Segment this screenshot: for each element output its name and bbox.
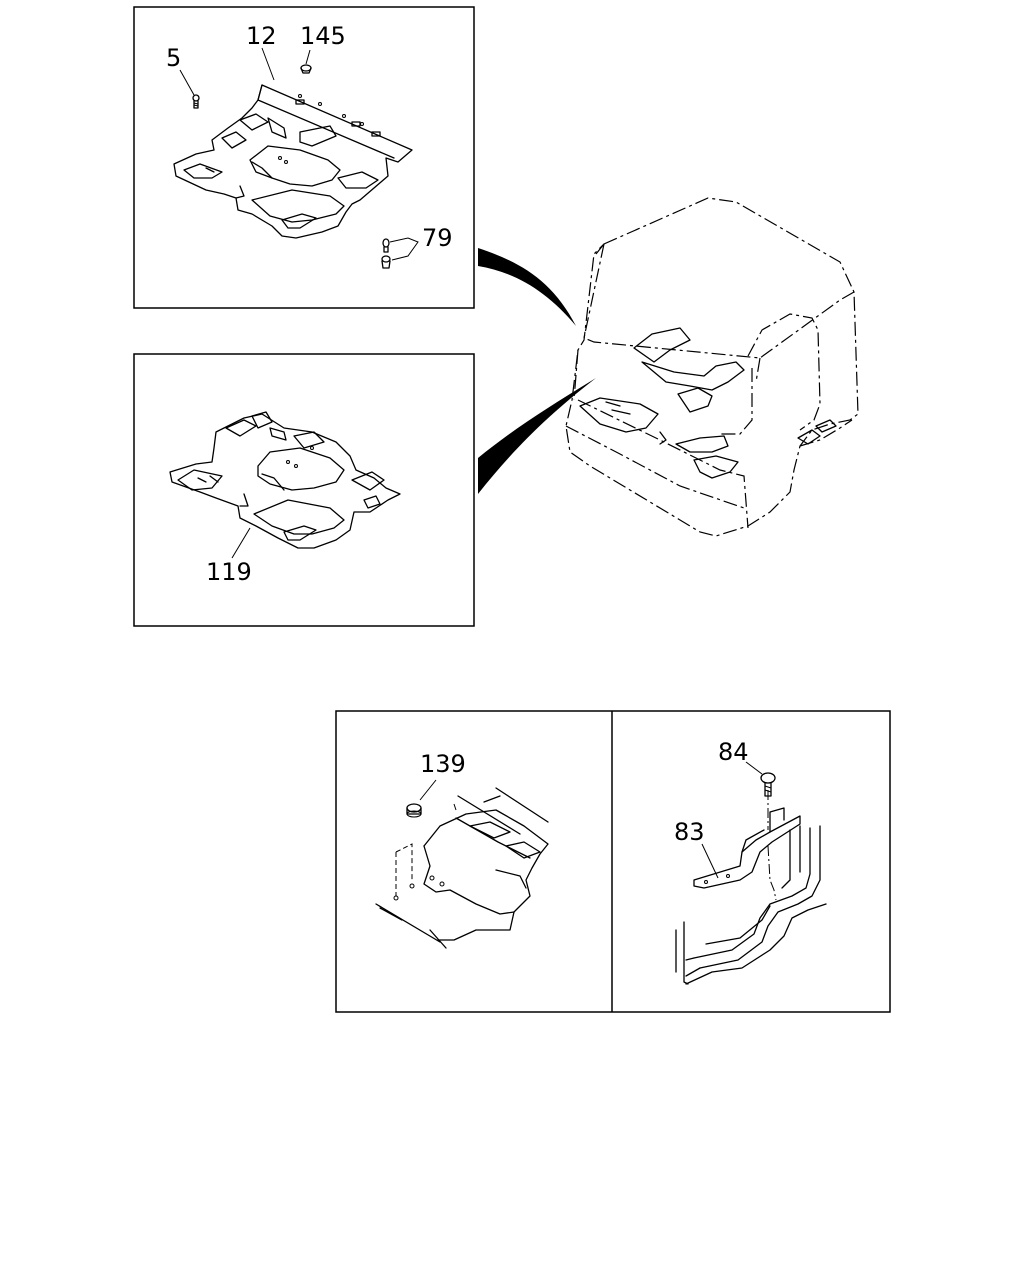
leader-145 — [305, 49, 311, 65]
cab-overview — [565, 197, 859, 537]
callout-12: 12 — [246, 22, 277, 50]
leader-119 — [231, 527, 251, 559]
bolt-icon — [760, 772, 776, 797]
plug-icon — [406, 803, 422, 818]
callout-83: 83 — [674, 818, 705, 846]
detail-bracket-83 — [675, 790, 827, 985]
detail-plug-139 — [375, 787, 549, 949]
leader-83 — [701, 843, 719, 879]
connector-wedge-lower — [478, 378, 596, 494]
callout-119: 119 — [206, 558, 252, 586]
panel-frame — [133, 6, 475, 309]
callout-79: 79 — [422, 224, 453, 252]
panel-frame — [133, 353, 475, 627]
callout-5: 5 — [166, 44, 181, 72]
callout-145: 145 — [300, 22, 346, 50]
panel-floor-mat-alt: 119 — [133, 353, 475, 627]
leader-139 — [419, 779, 437, 801]
connector-wedge-upper — [478, 248, 576, 326]
leader-5 — [179, 69, 195, 96]
screw-icon — [192, 94, 200, 109]
clip-icon — [300, 64, 312, 74]
leader-12 — [261, 47, 275, 81]
callout-84: 84 — [718, 738, 749, 766]
floor-mat-part-119 — [169, 411, 401, 549]
leader-79 — [389, 237, 419, 261]
callout-139: 139 — [420, 750, 466, 778]
panel-floor-mat-detail: 5 12 145 79 — [133, 6, 475, 309]
fastener-icon — [381, 238, 391, 269]
panel-detail-row: 139 84 83 — [335, 710, 891, 1013]
leader-84 — [745, 761, 763, 775]
floor-mat-part-12 — [173, 84, 413, 239]
